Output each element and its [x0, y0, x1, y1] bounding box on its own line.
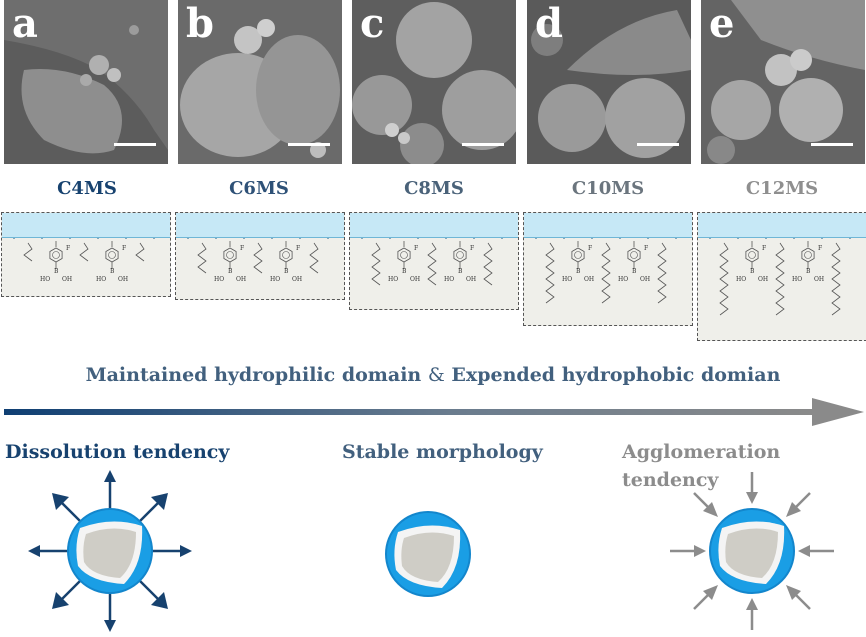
label-c6ms: C6MS — [229, 178, 289, 199]
hydroxyl-label: OH — [118, 276, 128, 283]
boron-label: B — [576, 268, 581, 275]
boron-label: B — [110, 268, 115, 275]
hydroxyl-label: HO — [562, 276, 572, 283]
hydroxyl-label: OH — [466, 276, 476, 283]
fluoro-label: F — [296, 245, 300, 252]
boron-label: B — [54, 268, 59, 275]
sem-panel-e: e — [701, 0, 865, 164]
hydroxyl-label: OH — [410, 276, 420, 283]
schematic-c12ms: NH2NH2NH2NH2NH2NH2FBHOOHFBHOOH — [697, 212, 866, 341]
domain-subtitle: Maintained hydrophilic domain & Expended… — [0, 361, 866, 389]
sem-panel-a: a — [4, 0, 168, 164]
stable-morphology-label: Stable morphology — [342, 441, 543, 463]
subtitle-amp: & — [427, 364, 445, 386]
hydroxyl-label: HO — [96, 276, 106, 283]
schematic-c6ms: NH2NH2NH2NH2NH2NH2FBHOOHFBHOOH — [175, 212, 345, 300]
panel-label: e — [709, 0, 735, 47]
label-c4ms: C4MS — [57, 178, 117, 199]
hydroxyl-label: OH — [62, 276, 72, 283]
boron-label: B — [632, 268, 637, 275]
scale-bar — [462, 143, 504, 146]
hydroxyl-label: OH — [758, 276, 768, 283]
agglomerating-particle-icon — [670, 472, 834, 630]
subtitle-left: Maintained hydrophilic domain — [85, 364, 422, 386]
stable-particle-icon — [385, 511, 471, 597]
scale-bar — [114, 143, 156, 146]
boron-label: B — [284, 268, 289, 275]
subtitle-right: Expended hydrophobic domian — [451, 364, 781, 386]
dissolution-tendency-label: Dissolution tendency — [5, 441, 230, 463]
label-c10ms: C10MS — [571, 178, 645, 199]
hydroxyl-label: HO — [214, 276, 224, 283]
agglomeration-tendency-label: Agglomeration tendency — [622, 441, 781, 491]
boron-label: B — [750, 268, 755, 275]
label-c12ms: C12MS — [745, 178, 819, 199]
panel-label: d — [535, 0, 563, 47]
fluoro-label: F — [66, 245, 70, 252]
fluoro-label: F — [588, 245, 592, 252]
fluoro-label: F — [818, 245, 822, 252]
hydroxyl-label: OH — [584, 276, 594, 283]
boron-label: B — [228, 268, 233, 275]
scale-bar — [288, 143, 330, 146]
fluoro-label: F — [644, 245, 648, 252]
schematic-c10ms: NH2NH2NH2NH2NH2NH2FBHOOHFBHOOH — [523, 212, 693, 326]
hydroxyl-label: HO — [792, 276, 802, 283]
hydroxyl-label: OH — [236, 276, 246, 283]
gradient-arrow-icon — [4, 398, 864, 426]
fluoro-label: F — [122, 245, 126, 252]
hydroxyl-label: HO — [736, 276, 746, 283]
fluoro-label: F — [762, 245, 766, 252]
boron-label: B — [458, 268, 463, 275]
hydroxyl-label: HO — [270, 276, 280, 283]
hydroxyl-label: OH — [814, 276, 824, 283]
dissolving-particle-icon — [28, 470, 192, 632]
schematic-c8ms: NH2NH2NH2NH2NH2NH2FBHOOHFBHOOH — [349, 212, 519, 310]
scale-bar — [637, 143, 679, 146]
sem-panel-d: d — [527, 0, 691, 164]
label-c8ms: C8MS — [404, 178, 464, 199]
hydroxyl-label: HO — [618, 276, 628, 283]
hydroxyl-label: HO — [388, 276, 398, 283]
fluoro-label: F — [240, 245, 244, 252]
boron-label: B — [402, 268, 407, 275]
hydroxyl-label: HO — [40, 276, 50, 283]
hydroxyl-label: HO — [444, 276, 454, 283]
fluoro-label: F — [414, 245, 418, 252]
sem-panel-b: b — [178, 0, 342, 164]
schematic-c4ms: NH2NH2NH2NH2NH2NH2FBHOOHFBHOOH — [1, 212, 171, 297]
hydroxyl-label: OH — [640, 276, 650, 283]
panel-label: a — [12, 0, 38, 47]
panel-label: c — [360, 0, 385, 47]
hydroxyl-label: OH — [292, 276, 302, 283]
fluoro-label: F — [470, 245, 474, 252]
boron-label: B — [806, 268, 811, 275]
sem-panel-c: c — [352, 0, 516, 164]
scale-bar — [811, 143, 853, 146]
panel-label: b — [186, 0, 214, 47]
